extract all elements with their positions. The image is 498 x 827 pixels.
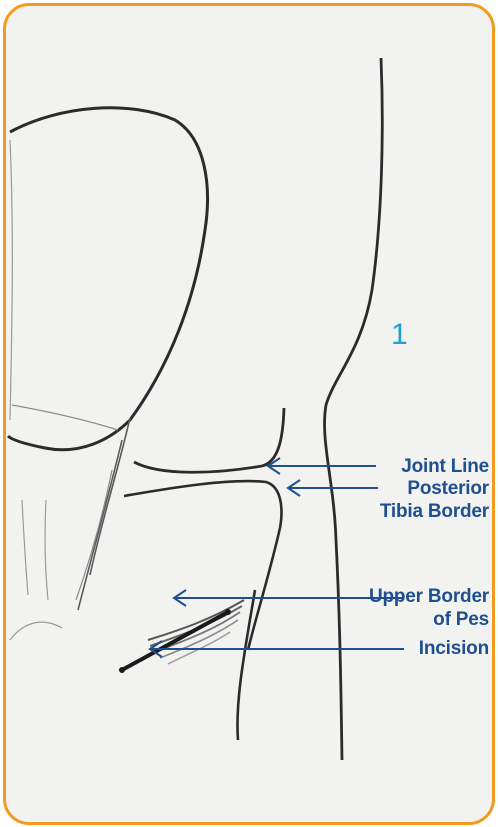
label-upper-border-of-pes-line1: Upper Border xyxy=(369,585,489,608)
joint-line-arrow xyxy=(268,458,376,474)
label-posterior-tibia-border-line2: Tibia Border xyxy=(380,500,489,523)
label-joint-line-text: Joint Line xyxy=(401,456,489,477)
label-posterior-tibia-border-line1: Posterior xyxy=(380,477,489,500)
label-upper-border-of-pes-line2: of Pes xyxy=(369,608,489,631)
condyle-inner-line xyxy=(12,405,118,430)
tendon-line-3 xyxy=(76,470,112,600)
incision-end-dot-lower xyxy=(119,667,125,673)
posterior-skin-contour xyxy=(325,58,383,760)
tibial-plateau-line xyxy=(124,481,281,528)
faint-left-curve xyxy=(10,622,62,640)
condyle-left-edge xyxy=(10,140,12,420)
tendon-line-2 xyxy=(78,440,122,610)
label-upper-border-of-pes: Upper Border of Pes xyxy=(369,585,489,631)
joint-line-sketch xyxy=(134,408,284,472)
faint-left-line-1 xyxy=(22,500,28,595)
label-joint-line: Joint Line xyxy=(401,455,489,478)
label-incision-text: Incision xyxy=(419,638,489,659)
label-posterior-tibia-border: Posterior Tibia Border xyxy=(380,477,489,523)
incision-end-dot-upper xyxy=(225,609,231,615)
posterior-tibia-border-sketch xyxy=(248,528,280,650)
femoral-condyle-outline xyxy=(8,108,207,450)
faint-left-line-2 xyxy=(45,500,48,600)
label-incision: Incision xyxy=(419,637,489,660)
step-number: 1 xyxy=(391,318,408,352)
